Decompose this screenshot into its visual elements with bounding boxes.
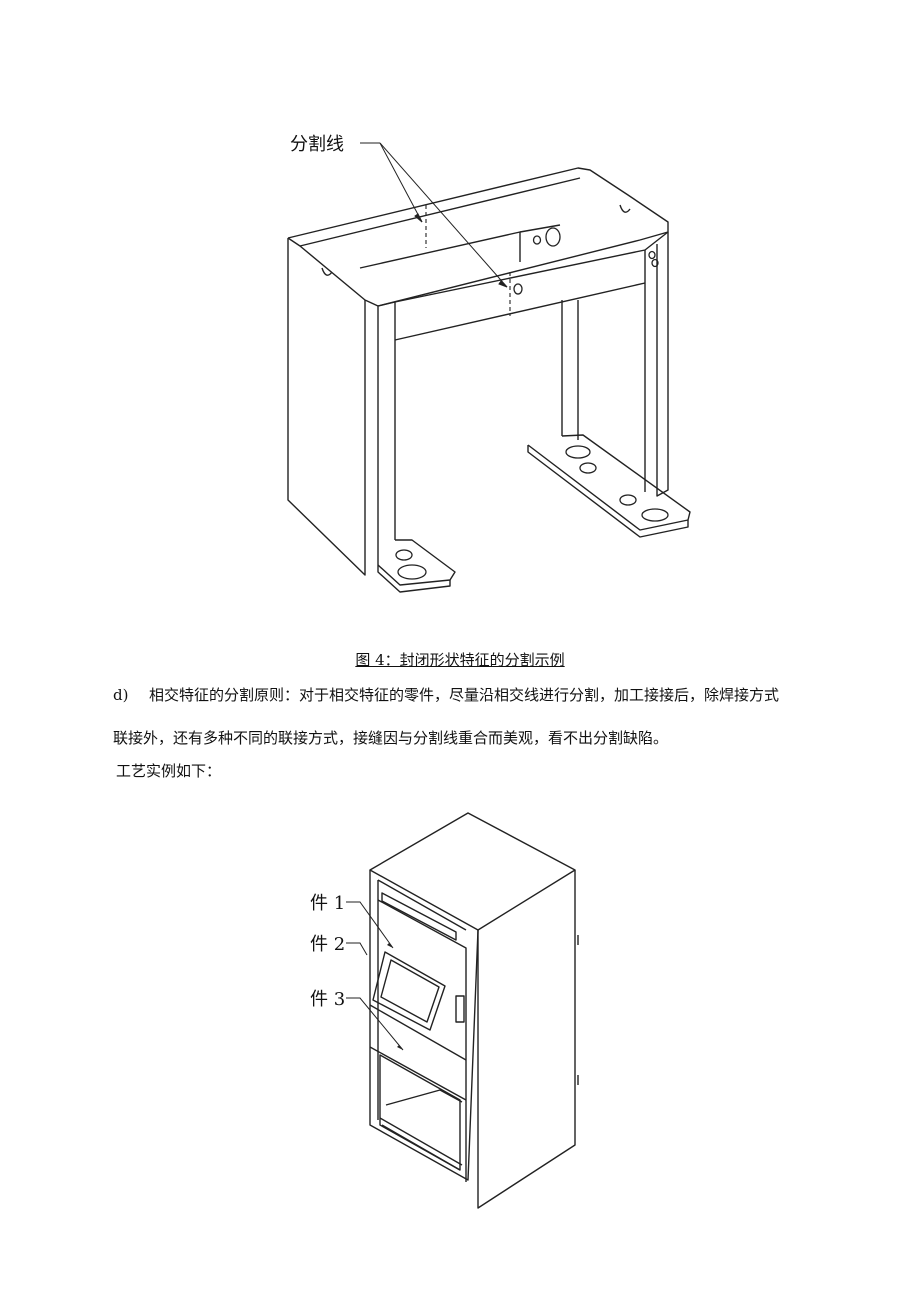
part-1-label: 件 1 (310, 893, 345, 914)
part-2-label: 件 2 (310, 934, 345, 955)
section-d-paragraph: d) 相交特征的分割原则：对于相交特征的零件，尽量沿相交线进行分割，加工接接后，除… (113, 684, 833, 750)
section-d-line2: 联接外，还有多种不同的联接方式，接缝因与分割线重合而美观，看不出分割缺陷。 (113, 729, 669, 747)
split-line-callout: 分割线 (290, 134, 344, 155)
part-3-label: 件 3 (310, 989, 345, 1010)
cabinet-drawing: 件 1 件 2 件 3 (310, 812, 579, 1209)
figure4-caption: 图 4：封闭形状特征的分割示例 (0, 649, 920, 670)
section-d-line1: 相交特征的分割原则：对于相交特征的零件，尽量沿相交线进行分割，加工接接后，除焊接… (149, 686, 780, 704)
section-d-marker: d) (113, 686, 129, 704)
example-intro: 工艺实例如下： (116, 762, 222, 780)
frame-split-drawing: 分割线 (287, 134, 691, 593)
figure4-caption-text: 图 4：封闭形状特征的分割示例 (355, 651, 565, 669)
